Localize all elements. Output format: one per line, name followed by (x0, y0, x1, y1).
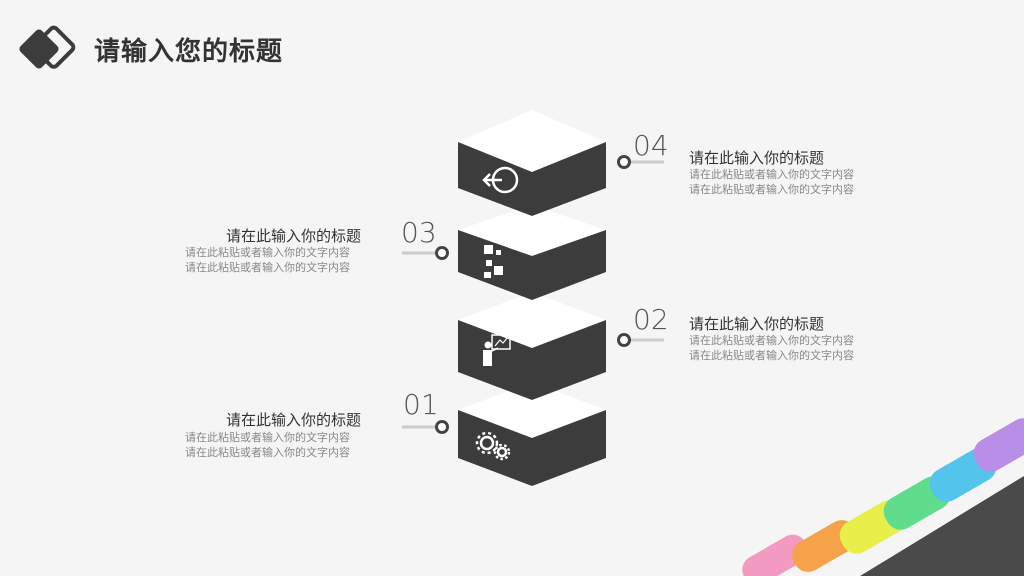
cube-03 (458, 205, 606, 300)
item-03-title: 请在此输入你的标题 (226, 227, 362, 245)
item-01-number: 01 (403, 388, 439, 421)
item-01-line1: 请在此粘贴或者输入你的文字内容 (185, 431, 350, 444)
connector-02 (617, 333, 664, 347)
item-03-number: 03 (401, 216, 437, 249)
item-02-line1: 请在此粘贴或者输入你的文字内容 (689, 334, 854, 347)
gears-icon (475, 431, 511, 461)
item-04-line2: 请在此粘贴或者输入你的文字内容 (689, 183, 854, 196)
presenter-icon (483, 334, 511, 366)
connector-03 (402, 246, 449, 260)
item-03-line1: 请在此粘贴或者输入你的文字内容 (185, 246, 350, 259)
item-02-title: 请在此输入你的标题 (689, 315, 825, 333)
highlighter-markers (742, 418, 1024, 576)
item-02-line2: 请在此粘贴或者输入你的文字内容 (689, 349, 854, 362)
cube-02 (458, 292, 606, 400)
item-04-title: 请在此输入你的标题 (689, 149, 825, 167)
connector-01 (402, 420, 449, 434)
login-arrow-icon (482, 166, 519, 194)
item-01-title: 请在此输入你的标题 (226, 411, 362, 429)
item-04-number: 04 (633, 129, 669, 162)
item-04-line1: 请在此粘贴或者输入你的文字内容 (689, 168, 854, 181)
puzzle-icon (484, 245, 503, 278)
item-02-number: 02 (633, 303, 669, 336)
connector-04 (617, 155, 664, 169)
item-01-line2: 请在此粘贴或者输入你的文字内容 (185, 446, 350, 459)
cube-01 (458, 382, 606, 486)
diamond-logo-icon (19, 25, 76, 69)
cube-04 (458, 110, 606, 216)
item-03-line2: 请在此粘贴或者输入你的文字内容 (185, 261, 350, 274)
page-title: 请输入您的标题 (94, 37, 284, 67)
